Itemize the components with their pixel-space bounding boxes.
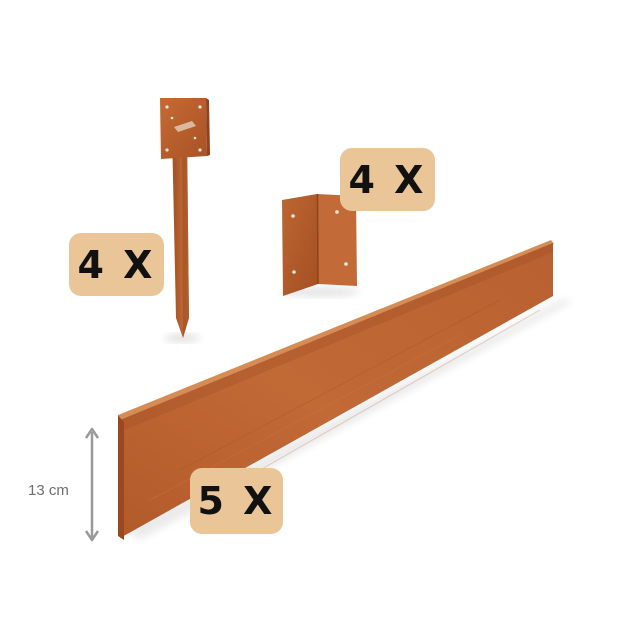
height-dimension-indicator: [84, 427, 100, 542]
corner-bracket-quantity-label: 4 X: [348, 157, 427, 202]
height-dimension-label: 13 cm: [28, 482, 69, 499]
corner-bracket-quantity-badge: 4 X: [340, 148, 435, 211]
stake-quantity-label: 4 X: [77, 242, 156, 287]
stake-quantity-badge: 4 X: [69, 233, 164, 296]
corner-bracket-image: [280, 193, 360, 297]
edging-strip-quantity-badge: 5 X: [190, 468, 283, 534]
edging-strip-quantity-label: 5 X: [197, 479, 276, 523]
stake-image: [160, 98, 210, 342]
